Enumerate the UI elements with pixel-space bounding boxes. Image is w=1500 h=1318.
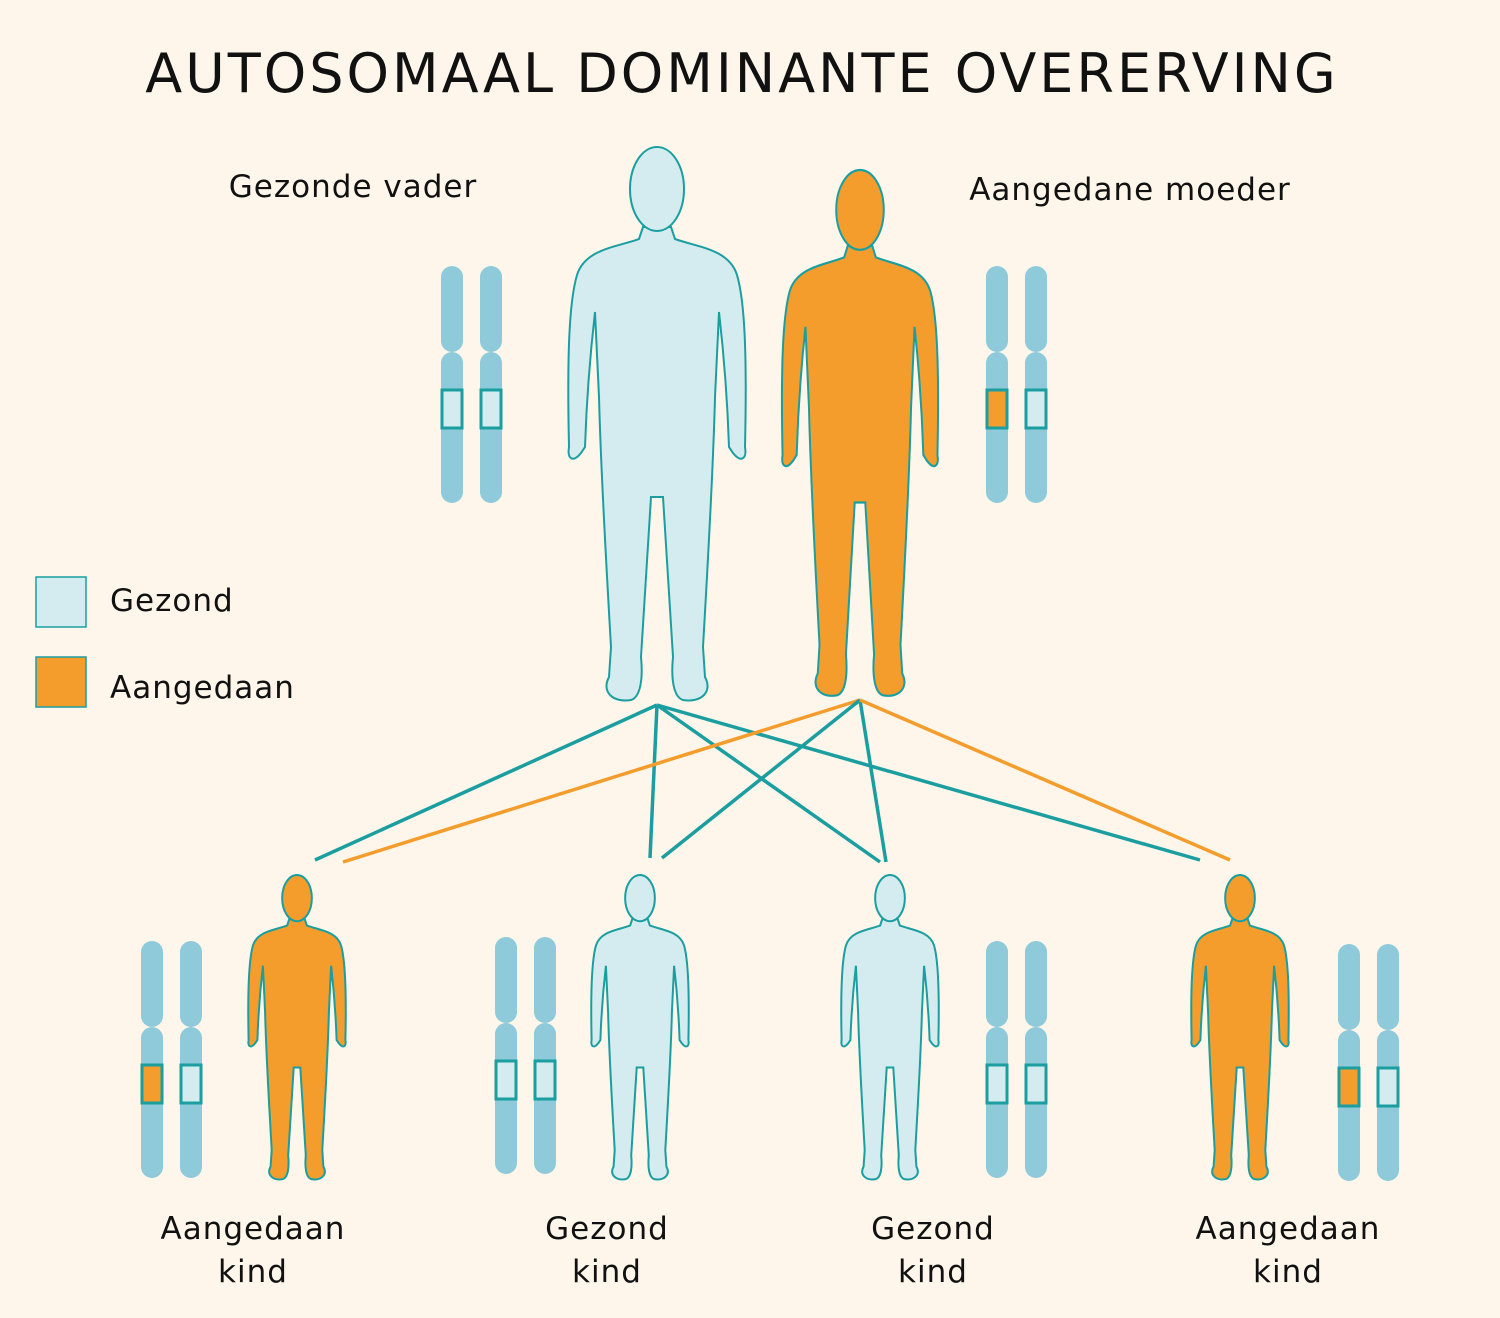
head [281, 874, 313, 923]
gene-band-affected [140, 1063, 164, 1105]
child-2-label-line1: Gezond [545, 1211, 669, 1247]
inheritance-line [655, 703, 882, 864]
chromosome [440, 266, 464, 503]
inheritance-line [859, 698, 1231, 862]
chromosome-upper-arm [1025, 941, 1047, 1027]
chromosome [1024, 941, 1048, 1178]
gene-band-healthy [985, 1063, 1009, 1105]
child-4-figure [1190, 874, 1290, 1181]
chromosome-upper-arm [495, 937, 517, 1023]
body-silhouette [247, 918, 347, 1181]
child-3-figure [840, 874, 940, 1181]
child-2-chromosomes [494, 937, 557, 1174]
chromosome [1337, 944, 1361, 1181]
gene-band-healthy [494, 1059, 518, 1101]
child-3-chromosomes [985, 941, 1048, 1178]
gene-band-healthy [479, 388, 503, 430]
body-silhouette [840, 918, 940, 1181]
gene-band-healthy [1376, 1066, 1400, 1108]
body-silhouette [1190, 918, 1290, 1181]
child-4-chromosomes [1337, 944, 1400, 1181]
head [624, 874, 656, 923]
chromosome-upper-arm [180, 941, 202, 1027]
chromosome [533, 937, 557, 1174]
child-2-figure [590, 874, 690, 1181]
gene-band-healthy [1024, 1063, 1048, 1105]
inheritance-line [648, 704, 659, 859]
inheritance-line [314, 703, 658, 862]
child-1-figure [247, 874, 347, 1181]
chromosome [140, 941, 164, 1178]
body-silhouette [780, 244, 940, 697]
head [1224, 874, 1256, 923]
chromosome [1376, 944, 1400, 1181]
chromosome-upper-arm [480, 266, 502, 352]
chromosome-upper-arm [1338, 944, 1360, 1030]
inheritance-lines [314, 698, 1231, 864]
gene-band-affected [1337, 1066, 1361, 1108]
chromosome [985, 941, 1009, 1178]
inheritance-line [342, 698, 861, 864]
page-title: AUTOSOMAAL DOMINANTE OVERERVING [145, 42, 1339, 105]
legend-swatch-affected [35, 656, 87, 708]
child-1-label-line2: kind [218, 1254, 288, 1290]
child-labels: Aangedaan kind Gezond kind Gezond kind A… [161, 1211, 1381, 1290]
inheritance-line [656, 703, 1201, 862]
figures [247, 146, 1290, 1181]
chromosomes [140, 266, 1400, 1181]
legend: Gezond Aangedaan [35, 576, 295, 708]
child-4-label-line2: kind [1253, 1254, 1323, 1290]
child-3-label-line2: kind [898, 1254, 968, 1290]
child-3-label-line1: Gezond [871, 1211, 995, 1247]
chromosome-upper-arm [986, 266, 1008, 352]
chromosome-upper-arm [441, 266, 463, 352]
father-figure [567, 146, 747, 702]
gene-band-healthy [440, 388, 464, 430]
chromosome-upper-arm [986, 941, 1008, 1027]
chromosome-upper-arm [141, 941, 163, 1027]
chromosome [1024, 266, 1048, 503]
inheritance-line [858, 699, 888, 863]
chromosome-upper-arm [1025, 266, 1047, 352]
head [629, 146, 685, 232]
legend-swatch-healthy [35, 576, 87, 628]
chromosome [479, 266, 503, 503]
father-chromosomes [440, 266, 503, 503]
child-1-chromosomes [140, 941, 203, 1178]
mother-chromosomes [985, 266, 1048, 503]
legend-label-affected: Aangedaan [110, 670, 295, 706]
gene-band-healthy [533, 1059, 557, 1101]
chromosome [494, 937, 518, 1174]
body-silhouette [590, 918, 690, 1181]
head [874, 874, 906, 923]
body-silhouette [567, 226, 747, 702]
gene-band-healthy [179, 1063, 203, 1105]
child-1-label-line1: Aangedaan [161, 1211, 346, 1247]
head [835, 168, 885, 251]
chromosome-upper-arm [534, 937, 556, 1023]
legend-label-healthy: Gezond [110, 583, 234, 619]
mother-figure [780, 168, 940, 697]
chromosome [179, 941, 203, 1178]
father-label: Gezonde vader [229, 169, 477, 205]
child-4-label-line1: Aangedaan [1196, 1211, 1381, 1247]
inheritance-line [660, 698, 862, 860]
chromosome [985, 266, 1009, 503]
mother-label: Aangedane moeder [969, 172, 1291, 208]
gene-band-affected [985, 388, 1009, 430]
child-2-label-line2: kind [572, 1254, 642, 1290]
chromosome-upper-arm [1377, 944, 1399, 1030]
gene-band-healthy [1024, 388, 1048, 430]
